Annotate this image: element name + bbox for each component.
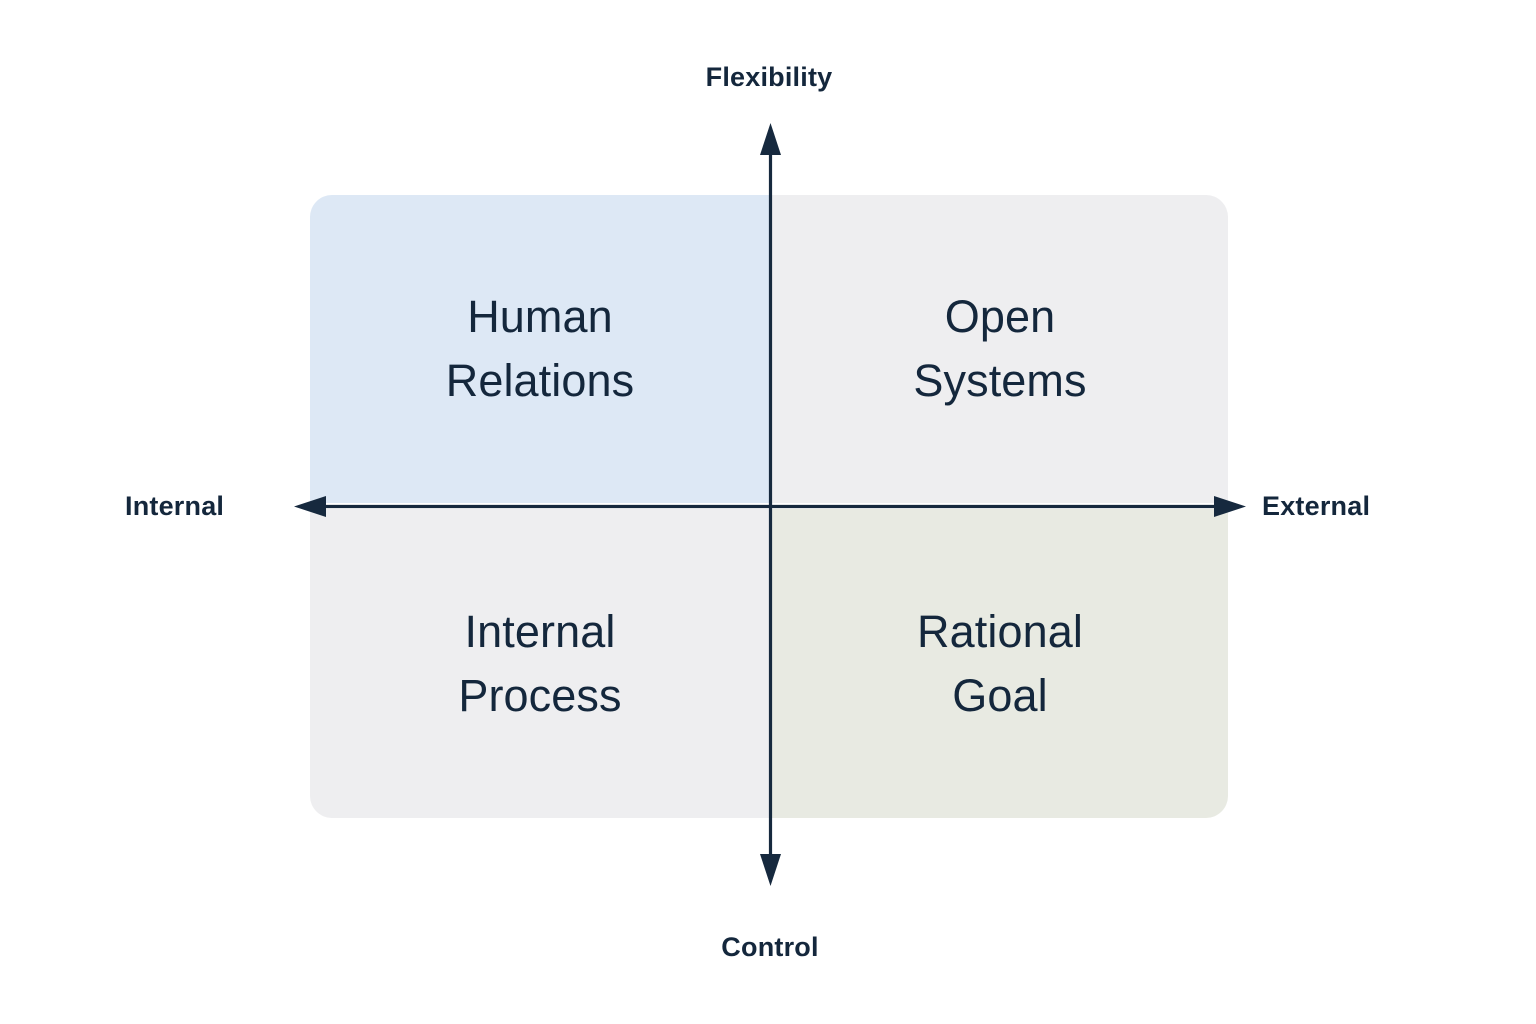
quadrant-internal-process: Internal Process xyxy=(310,509,770,818)
axis-label-control: Control xyxy=(721,932,819,962)
arrowhead-down-icon xyxy=(760,854,781,886)
quadrant-internal-process-label: Internal Process xyxy=(458,605,622,721)
arrowhead-up-icon xyxy=(760,123,781,155)
quadrant-open-systems-label: Open Systems xyxy=(913,291,1087,406)
quadrant-human-relations-label: Human Relations xyxy=(445,291,635,406)
axis-label-flexibility: Flexibility xyxy=(705,62,833,92)
quadrant-open-systems: Open Systems xyxy=(772,195,1228,503)
quadrant-rational-goal: Rational Goal xyxy=(772,509,1228,818)
axis-label-external: External xyxy=(1262,491,1371,521)
quadrant-rational-goal-label: Rational Goal xyxy=(917,605,1083,721)
quadrant-human-relations: Human Relations xyxy=(310,195,770,503)
axis-label-internal: Internal xyxy=(125,491,225,521)
